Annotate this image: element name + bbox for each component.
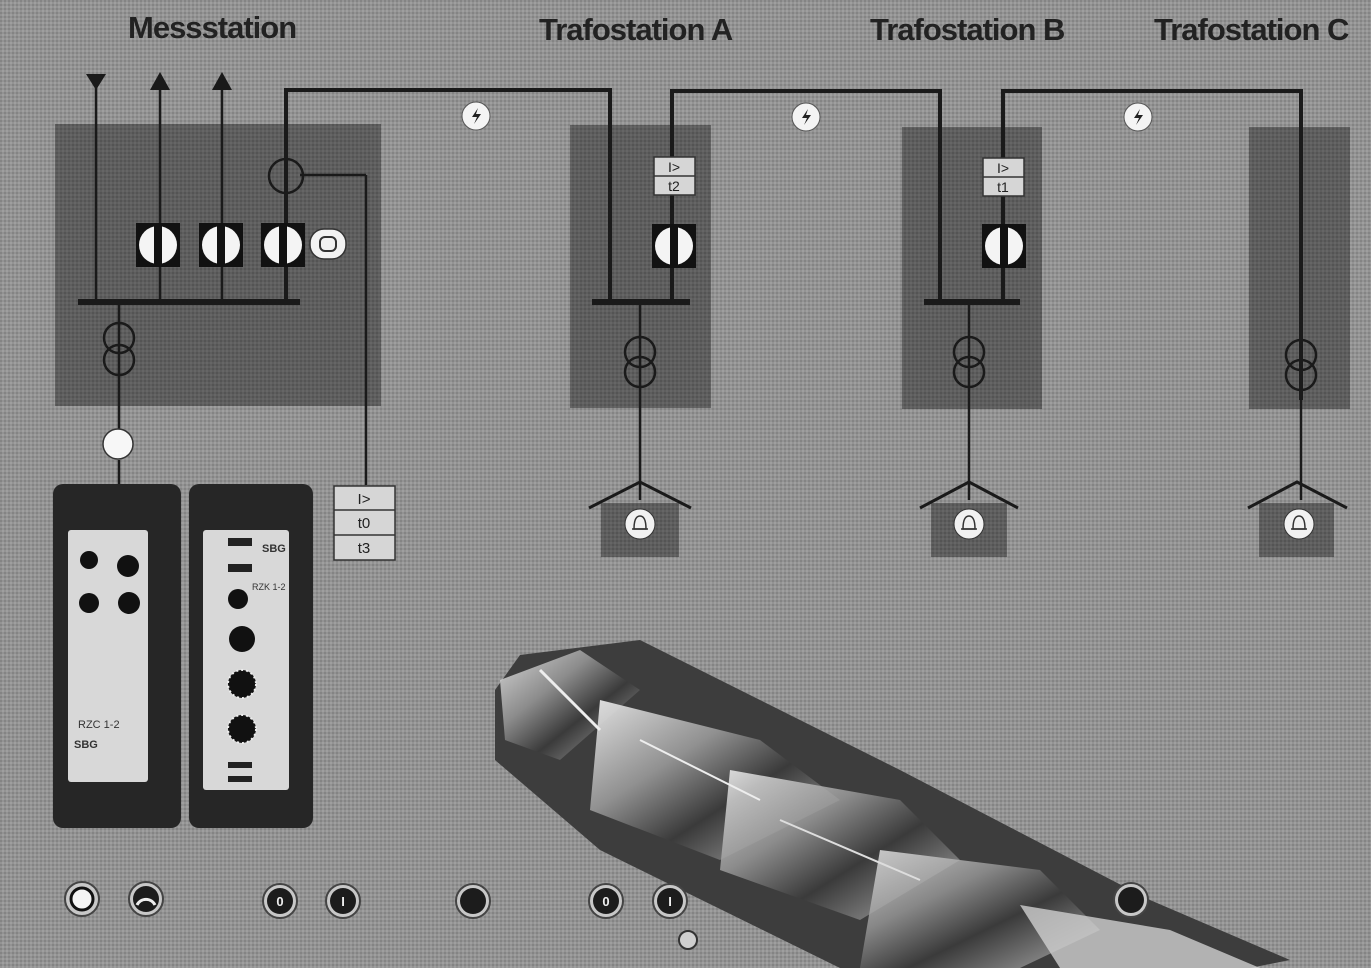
indicator-lamp-icon xyxy=(309,228,347,260)
title-station-c: Trafostation C xyxy=(1154,12,1349,47)
lightning-icon[interactable] xyxy=(791,102,821,132)
switch-icon[interactable] xyxy=(199,223,243,267)
lightning-icon[interactable] xyxy=(1123,102,1153,132)
round-button[interactable] xyxy=(1113,882,1149,918)
small-indicator xyxy=(678,930,698,950)
switch-icon[interactable] xyxy=(652,224,696,268)
on-label: I xyxy=(668,894,672,909)
relay-dial[interactable] xyxy=(227,669,257,699)
label-m-2: t0 xyxy=(358,515,371,532)
switch-icon[interactable] xyxy=(982,224,1026,268)
protection-label-a: I> t2 xyxy=(653,156,696,196)
relay-right-model: RZK 1-2 xyxy=(252,582,286,592)
on-label: I xyxy=(341,894,345,909)
relay-dial[interactable] xyxy=(227,714,257,744)
bottom-controls: 0 I 0 I xyxy=(64,881,1149,950)
on-button[interactable]: I xyxy=(325,883,361,919)
label-a-top: I> xyxy=(668,159,680,175)
transformer-icon xyxy=(102,321,1318,392)
bell-icon xyxy=(624,508,656,540)
motor-drive xyxy=(495,640,1290,968)
bell-icon xyxy=(1283,508,1315,540)
title-messstation: Messstation xyxy=(128,10,296,45)
protection-label-messstation: I> t0 t3 xyxy=(333,485,396,561)
off-button[interactable]: 0 xyxy=(588,883,624,919)
station-wiring xyxy=(78,80,1303,500)
label-m-3: t3 xyxy=(358,540,371,557)
relay-left-maker: SBG xyxy=(74,739,98,751)
outgoing-arrows xyxy=(86,72,232,90)
relay-right-maker: SBG xyxy=(262,543,286,555)
label-a-bottom: t2 xyxy=(668,178,680,194)
bell-icon xyxy=(953,508,985,540)
relay-left: RZC 1-2 SBG xyxy=(53,484,181,828)
lightning-icon[interactable] xyxy=(461,101,491,131)
switch-icon[interactable] xyxy=(136,223,180,267)
current-transformer-icon xyxy=(267,157,305,195)
signal-lamp xyxy=(102,428,134,460)
relay-dial[interactable] xyxy=(229,626,255,652)
off-label: 0 xyxy=(276,894,283,909)
off-button[interactable]: 0 xyxy=(262,883,298,919)
switch-icon[interactable] xyxy=(261,223,305,267)
round-button[interactable] xyxy=(455,883,491,919)
label-b-top: I> xyxy=(997,160,1009,176)
lamp-button[interactable] xyxy=(64,881,100,917)
protection-label-b: I> t1 xyxy=(982,157,1025,197)
on-button[interactable]: I xyxy=(652,883,688,919)
title-station-b: Trafostation B xyxy=(870,12,1064,47)
label-b-bottom: t1 xyxy=(997,179,1009,195)
relay-right: SBG RZK 1-2 xyxy=(189,484,313,828)
label-m-1: I> xyxy=(358,491,371,508)
key-switch[interactable] xyxy=(128,881,164,917)
relay-left-model: RZC 1-2 xyxy=(78,719,120,731)
off-label: 0 xyxy=(602,894,609,909)
title-station-a: Trafostation A xyxy=(539,12,733,47)
